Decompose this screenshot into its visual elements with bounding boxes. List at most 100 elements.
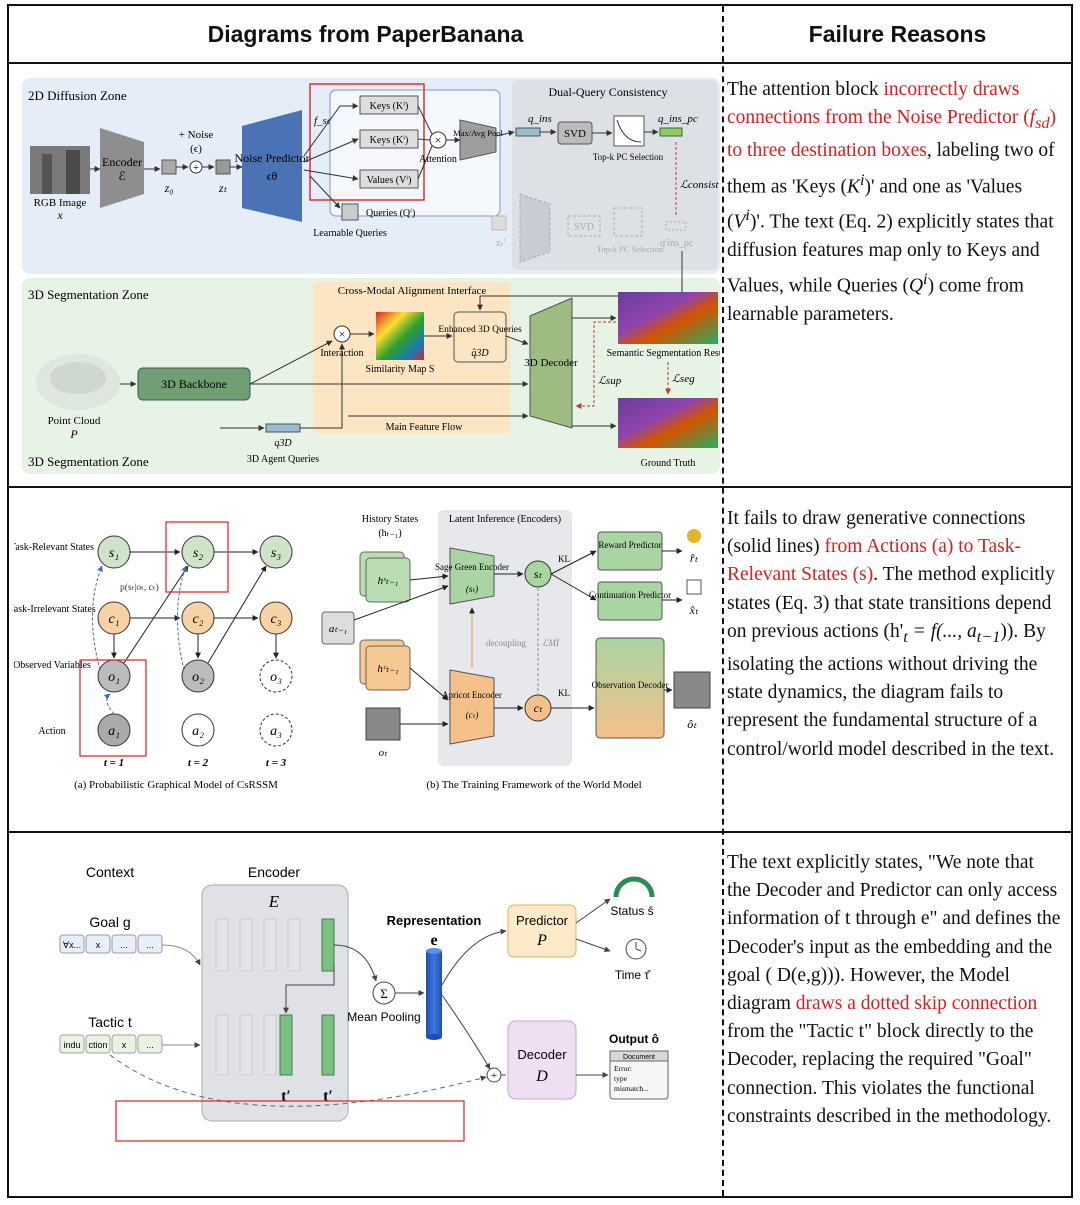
tactic-tokens: indu ction x ... xyxy=(59,1034,163,1054)
svg-text:Cross-Modal Alignment Interfac: Cross-Modal Alignment Interface xyxy=(338,285,487,297)
svg-text:Keys (Kⁱ): Keys (Kⁱ) xyxy=(370,101,409,112)
svg-text:a₁: a₁ xyxy=(108,724,120,739)
svg-text:Top-k PC Selection: Top-k PC Selection xyxy=(593,152,664,162)
svg-text:q_ins_pc: q_ins_pc xyxy=(658,113,698,125)
svg-text:SVD: SVD xyxy=(574,222,594,233)
svg-text:(cₜ): (cₜ) xyxy=(466,710,479,720)
svg-text:ℒconsist: ℒconsist xyxy=(680,179,719,191)
pgm-nodes: s₁ s₂ s₃ c₁ c₂ c₃ o₁ o₂ o₃ a₁ a₂ a₃ xyxy=(97,535,293,747)
diagram-diffusion-segmentation: 2D Diffusion Zone 3D Segmentation Zone 3… xyxy=(22,78,720,474)
svg-text:...: ... xyxy=(146,1040,154,1050)
observation-image xyxy=(365,707,401,741)
svg-text:Observed Variables: Observed Variables xyxy=(14,660,91,671)
svg-text:D: D xyxy=(535,1068,548,1085)
reconstructed-image xyxy=(673,671,711,709)
svg-text:ℒMI: ℒMI xyxy=(542,638,560,648)
svg-text:Mean Pooling: Mean Pooling xyxy=(347,1010,420,1024)
svg-text:Task-Relevant States: Task-Relevant States xyxy=(14,542,94,553)
svg-text:Output ô: Output ô xyxy=(609,1032,659,1046)
diagram-csrssm-world-model: Task-Relevant States Task-Irrelevant Sta… xyxy=(14,510,711,791)
svg-text:Main Feature Flow: Main Feature Flow xyxy=(386,422,463,433)
svg-text:Keys (Kⁱ): Keys (Kⁱ) xyxy=(370,135,409,146)
svg-text:+: + xyxy=(193,162,199,174)
svg-text:(sₜ): (sₜ) xyxy=(466,584,478,594)
svg-text:Learnable Queries: Learnable Queries xyxy=(313,228,387,239)
svg-text:c₂: c₂ xyxy=(192,612,203,627)
svg-text:s₃: s₃ xyxy=(271,546,281,561)
svg-text:Context: Context xyxy=(86,864,134,880)
svg-text:decoupling: decoupling xyxy=(486,638,526,648)
segmentation-result-image xyxy=(618,292,718,344)
svg-text:Predictor: Predictor xyxy=(516,913,569,928)
diagram-encoder-predictor-decoder: Context Encoder E t′ t′ Goal g ∀x... x .… xyxy=(59,864,669,1142)
svg-text:hˢₜ₋₁: hˢₜ₋₁ xyxy=(378,575,399,587)
svg-text:Tactic t: Tactic t xyxy=(88,1014,132,1030)
highlight-box-missing-goal xyxy=(115,1100,465,1142)
svg-text:c₁: c₁ xyxy=(108,612,119,627)
svg-text:Max/Avg Pool: Max/Avg Pool xyxy=(453,128,503,138)
svg-text:Encoder: Encoder xyxy=(102,155,142,169)
svg-text:Decoder: Decoder xyxy=(517,1047,567,1062)
svg-text:Attention: Attention xyxy=(419,154,457,165)
svg-text:Time τ̂: Time τ̂ xyxy=(615,968,651,982)
svg-text:z₀: z₀ xyxy=(164,181,174,195)
svg-text:(a) Probabilistic Graphical Mo: (a) Probabilistic Graphical Model of CsR… xyxy=(74,779,278,791)
svg-text:x: x xyxy=(122,1040,127,1050)
svg-text:Enhanced 3D Queries: Enhanced 3D Queries xyxy=(438,325,522,335)
svg-text:(ϵ): (ϵ) xyxy=(190,143,202,155)
svg-text:Apricot Encoder: Apricot Encoder xyxy=(442,690,502,700)
svg-text:Document: Document xyxy=(623,1054,655,1061)
svg-text:Goal g: Goal g xyxy=(89,914,130,930)
goal-tokens: ∀x... x ... ... xyxy=(59,934,163,954)
svg-text:...: ... xyxy=(120,940,128,950)
checkbox-icon xyxy=(686,579,702,595)
svg-text:ℰ: ℰ xyxy=(118,169,125,183)
svg-text:Encoder: Encoder xyxy=(248,864,300,880)
highlight-box xyxy=(309,83,425,201)
svg-text:ϵθ: ϵθ xyxy=(267,169,278,183)
svg-text:hᶜₜ₋₁: hᶜₜ₋₁ xyxy=(377,663,398,675)
svg-text:q_ins: q_ins xyxy=(528,113,552,125)
svg-text:(b) The Training Framework of: (b) The Training Framework of the World … xyxy=(426,779,641,791)
svg-text:x̂ₜ: x̂ₜ xyxy=(689,603,699,617)
svg-text:Action: Action xyxy=(38,726,65,737)
svg-text:o₃: o₃ xyxy=(270,670,282,685)
svg-text:cₜ: cₜ xyxy=(534,701,543,715)
svg-text:t′: t′ xyxy=(281,1088,291,1105)
svg-text:Values (Vⁱ): Values (Vⁱ) xyxy=(367,175,412,186)
svg-text:Representation: Representation xyxy=(387,913,482,928)
header-failure-reasons: Failure Reasons xyxy=(722,6,1073,64)
svg-text:(hₜ₋₁): (hₜ₋₁) xyxy=(378,528,401,539)
svg-text:Task-Irrelevant States: Task-Irrelevant States xyxy=(14,604,96,615)
svg-text:indu: indu xyxy=(63,1040,80,1050)
failure-reason-1: The attention block incorrectly draws co… xyxy=(727,79,1057,325)
svg-text:Observation Decoder: Observation Decoder xyxy=(592,680,669,690)
svg-text:x: x xyxy=(96,940,101,950)
svg-text:s₁: s₁ xyxy=(109,546,119,561)
svg-text:e: e xyxy=(430,932,437,949)
svg-text:t = 3: t = 3 xyxy=(266,757,287,769)
svg-text:oₜ: oₜ xyxy=(379,747,389,759)
highlight-box-a1 xyxy=(79,659,147,757)
svg-text:SVD: SVD xyxy=(564,128,586,140)
svg-text:+ Noise: + Noise xyxy=(179,129,214,141)
svg-text:p(sₜ|oₜ, cₜ): p(sₜ|oₜ, cₜ) xyxy=(120,582,159,593)
svg-text:t′: t′ xyxy=(323,1088,333,1105)
svg-text:Status ŝ: Status ŝ xyxy=(610,904,653,918)
svg-text:ôₜ: ôₜ xyxy=(687,717,697,731)
svg-text:P: P xyxy=(536,932,547,949)
svg-text:mismatch...: mismatch... xyxy=(614,1084,649,1093)
svg-text:s₂: s₂ xyxy=(193,546,203,561)
svg-text:zₜ′: zₜ′ xyxy=(496,238,506,249)
svg-text:o₂: o₂ xyxy=(192,670,204,685)
svg-text:KL: KL xyxy=(558,688,570,698)
svg-text:History States: History States xyxy=(362,514,418,525)
encoder-block xyxy=(100,128,144,208)
comparison-table: Diagrams from PaperBanana Failure Reason… xyxy=(7,4,1073,1198)
header-diagrams: Diagrams from PaperBanana xyxy=(9,6,722,64)
svg-text:q̂3D: q̂3D xyxy=(471,348,489,359)
svg-text:type: type xyxy=(614,1074,628,1083)
svg-text:Sage Green Encoder: Sage Green Encoder xyxy=(435,562,509,572)
svg-text:×: × xyxy=(435,133,442,147)
coin-icon xyxy=(687,529,701,543)
